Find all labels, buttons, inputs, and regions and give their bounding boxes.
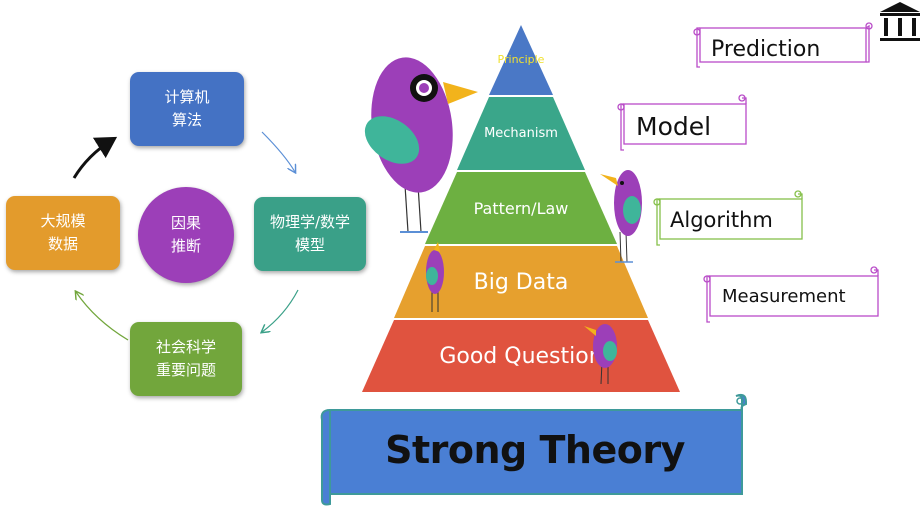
pyramid-level-big-data bbox=[394, 246, 648, 318]
scroll-algorithm bbox=[653, 190, 803, 246]
pyramid-level-principle bbox=[489, 25, 553, 95]
pyramid-label-principle: Principle bbox=[497, 53, 545, 66]
pyramid-label-mechanism: Mechanism bbox=[484, 126, 558, 141]
cycle-box-big-data: 大规模 数据 bbox=[6, 196, 120, 270]
scroll-model bbox=[617, 94, 747, 151]
pyramid-level-mechanism bbox=[457, 97, 585, 170]
pyramid-label-big-data: Big Data bbox=[473, 270, 569, 295]
bird-good-question bbox=[584, 324, 617, 385]
scroll-label-algorithm: Algorithm bbox=[670, 208, 773, 232]
bird-large bbox=[364, 57, 478, 233]
bank-icon bbox=[880, 2, 920, 41]
pyramid-label-pattern-law: Pattern/Law bbox=[473, 199, 569, 218]
scroll-label-measurement: Measurement bbox=[722, 286, 846, 307]
cycle-box-model: 物理学/数学 模型 bbox=[254, 197, 366, 271]
pyramid-label-good-question: Good Question bbox=[439, 344, 603, 369]
cycle-box-algorithm: 计算机 算法 bbox=[130, 72, 244, 146]
cycle-arrow-right-bottom bbox=[262, 289, 299, 332]
arrow-icon bbox=[72, 136, 118, 179]
cycle-box-social-science: 社会科学 重要问题 bbox=[130, 322, 242, 396]
bird-pattern bbox=[600, 170, 642, 263]
scroll-prediction bbox=[693, 22, 873, 68]
cycle-center-causal-inference: 因果 推断 bbox=[138, 187, 234, 283]
pyramid-level-pattern-law bbox=[425, 172, 617, 244]
strong-theory-title: Strong Theory bbox=[385, 428, 685, 472]
scroll-label-prediction: Prediction bbox=[711, 37, 821, 62]
cycle-arrow-top-right bbox=[261, 131, 295, 172]
bird-big-data bbox=[426, 242, 444, 312]
cycle-arrow-bottom-left bbox=[76, 292, 129, 341]
scroll-label-model: Model bbox=[636, 112, 712, 141]
scroll-measurement bbox=[703, 266, 879, 323]
strong-theory-banner bbox=[320, 393, 747, 506]
